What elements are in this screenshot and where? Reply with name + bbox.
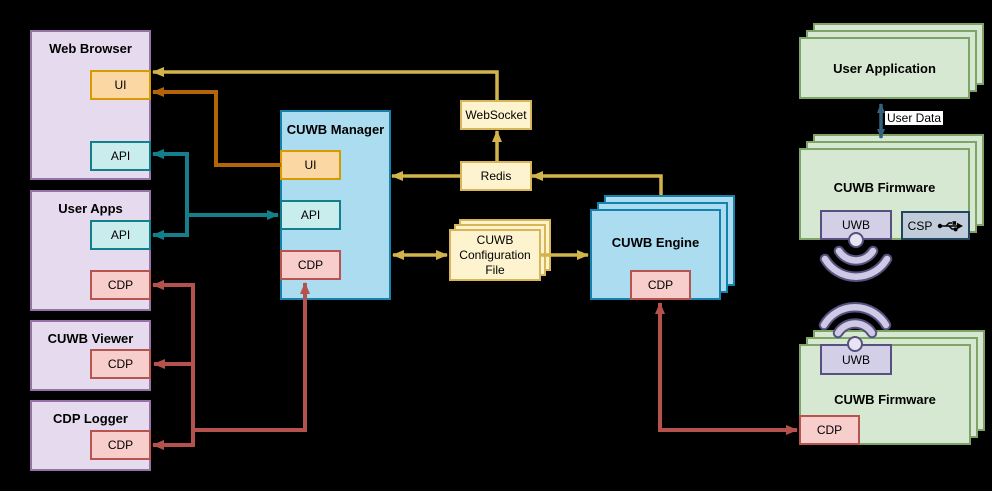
cuwb-engine-cdp-chip: CDP <box>630 270 691 300</box>
cuwb-viewer-box: CUWB Viewer CDP <box>30 320 151 391</box>
edge-manager-cdp-branch <box>193 282 310 432</box>
cuwb-manager-api-chip: API <box>280 200 341 230</box>
firmware-bottom-uwb-chip: UWB <box>820 344 892 375</box>
cuwb-firmware-top-stack: CUWB Firmware UWB CSP <box>799 134 984 240</box>
cuwb-viewer-cdp-chip: CDP <box>90 349 151 379</box>
cuwb-manager-cdp-chip: CDP <box>280 250 341 280</box>
web-browser-box: Web Browser UI API <box>30 30 151 180</box>
cdp-logger-box: CDP Logger CDP <box>30 400 151 471</box>
edge-api-vertical <box>152 149 189 240</box>
cuwb-viewer-title: CUWB Viewer <box>47 331 134 346</box>
cuwb-firmware-bottom-title: CUWB Firmware <box>834 392 936 407</box>
cdp-logger-cdp-chip: CDP <box>90 430 151 460</box>
user-data-label: User Data <box>885 111 944 125</box>
firmware-bottom-cdp-chip: CDP <box>799 415 860 445</box>
cuwb-manager-title: CUWB Manager <box>286 122 385 137</box>
edge-manager-ui-to-browser-ui <box>152 87 281 167</box>
cuwb-engine-title: CUWB Engine <box>611 235 700 250</box>
config-file-label: CUWB Configuration File <box>459 232 531 277</box>
cuwb-firmware-bottom-stack: CUWB Firmware UWB CDP <box>799 330 985 445</box>
config-file-stack: CUWB Configuration File <box>449 219 551 281</box>
redis-box: Redis <box>460 161 532 191</box>
cdp-logger-title: CDP Logger <box>53 411 128 426</box>
web-browser-ui-chip: UI <box>90 70 151 100</box>
firmware-top-csp-chip: CSP <box>901 211 970 240</box>
user-apps-api-chip: API <box>90 220 151 250</box>
cuwb-firmware-top-title: CUWB Firmware <box>833 180 936 195</box>
edge-engine-cdp-firmware-cdp <box>655 302 798 435</box>
web-browser-title: Web Browser <box>49 41 132 56</box>
cuwb-manager-box: CUWB Manager UI API CDP <box>280 110 391 300</box>
edge-websocket-to-browser-ui <box>152 67 499 100</box>
cuwb-manager-ui-chip: UI <box>280 150 341 180</box>
user-apps-box: User Apps API CDP <box>30 190 151 311</box>
edge-engine-to-redis <box>531 171 663 195</box>
web-browser-api-chip: API <box>90 141 151 171</box>
user-apps-title: User Apps <box>58 201 123 216</box>
user-application-stack: User Application <box>799 23 984 99</box>
usb-icon <box>938 220 964 231</box>
cuwb-engine-stack: CUWB Engine CDP <box>590 195 735 300</box>
user-apps-cdp-chip: CDP <box>90 270 151 300</box>
firmware-top-uwb-chip: UWB <box>820 210 892 240</box>
user-application-title: User Application <box>799 37 970 99</box>
websocket-box: WebSocket <box>460 100 532 130</box>
edge-cdp-vertical <box>152 280 195 450</box>
